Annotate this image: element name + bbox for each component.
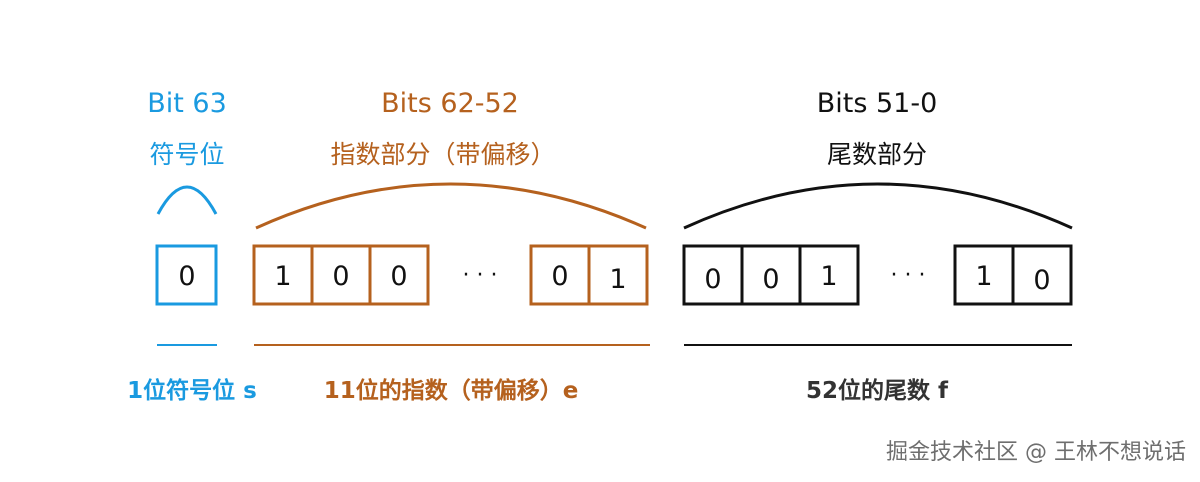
fraction-bit-value: 0 bbox=[762, 264, 779, 295]
sign-brace bbox=[156, 185, 218, 215]
exponent-title: Bits 62-52 bbox=[381, 88, 519, 119]
fraction-subtitle: 尾数部分 bbox=[827, 140, 927, 169]
sign-subtitle: 符号位 bbox=[149, 140, 224, 169]
fraction-bit-value: 1 bbox=[820, 261, 837, 292]
fraction-ellipsis: · · · bbox=[891, 263, 926, 288]
fraction-section: Bits 51-0 尾数部分 0 0 1 · · · 1 0 52位的尾数 f bbox=[682, 88, 1073, 404]
sign-title: Bit 63 bbox=[147, 88, 227, 119]
fraction-bit-cell bbox=[1011, 244, 1073, 306]
exponent-bit-value: 0 bbox=[332, 261, 349, 292]
exponent-bit-value: 0 bbox=[551, 261, 568, 292]
exponent-subtitle: 指数部分（带偏移） bbox=[330, 140, 555, 169]
exponent-brace bbox=[255, 182, 647, 230]
exponent-ellipsis: · · · bbox=[463, 263, 498, 288]
fraction-title: Bits 51-0 bbox=[817, 88, 938, 119]
fraction-caption: 52位的尾数 f bbox=[806, 377, 949, 404]
exponent-section: Bits 62-52 指数部分（带偏移） 1 0 0 · · · 0 1 11位… bbox=[252, 88, 650, 404]
sign-bit-cell bbox=[155, 244, 218, 306]
fraction-brace bbox=[683, 182, 1073, 230]
exponent-bit-value: 1 bbox=[609, 264, 626, 295]
fraction-bit-value: 1 bbox=[975, 261, 992, 292]
sign-caption: 1位符号位 s bbox=[127, 377, 257, 404]
exponent-bit-cell bbox=[368, 244, 430, 306]
fraction-bit-cell bbox=[798, 244, 860, 306]
fraction-bit-value: 0 bbox=[704, 264, 721, 295]
sign-bit-value: 0 bbox=[178, 261, 195, 292]
sign-section: Bit 63 符号位 0 1位符号位 s bbox=[127, 88, 257, 404]
exponent-bit-value: 0 bbox=[390, 261, 407, 292]
exponent-caption: 11位的指数（带偏移）e bbox=[324, 377, 579, 404]
fraction-bit-value: 0 bbox=[1033, 265, 1050, 296]
watermark: 掘金技术社区 @ 王林不想说话 bbox=[886, 440, 1186, 465]
exponent-bit-value: 1 bbox=[274, 261, 291, 292]
exponent-bit-cell bbox=[587, 244, 649, 306]
